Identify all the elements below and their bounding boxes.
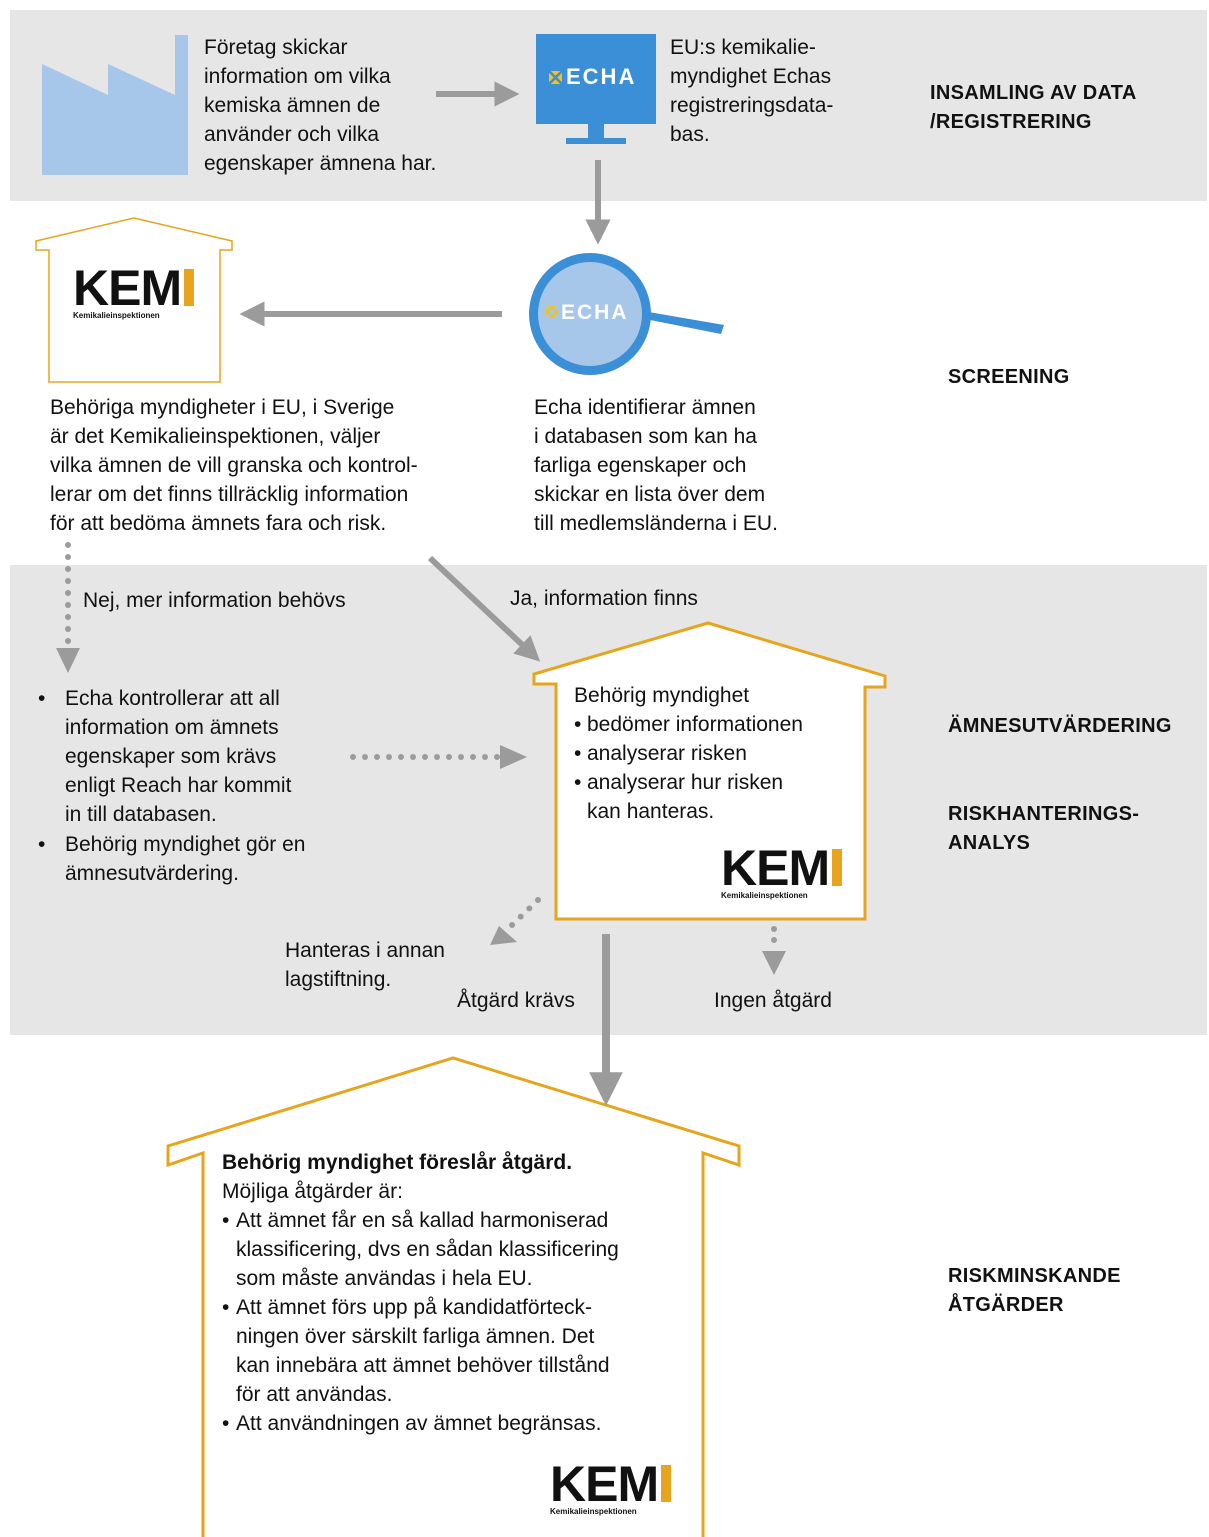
arrow-bullets-head (500, 745, 527, 769)
evaluation-house (532, 621, 887, 921)
stage-screening: SCREENING (948, 366, 1070, 388)
arrow-yes (427, 555, 541, 662)
measures-bullet: • (222, 1209, 230, 1232)
kemi-logo-subtitle: Kemikalieinspektionen (550, 1507, 637, 1516)
echa-logo-text: ECHA (566, 64, 637, 89)
evaluation-bullet: • (574, 771, 582, 794)
screening-house (35, 217, 233, 383)
measures-intro: Möjliga åtgärder är: (222, 1180, 403, 1203)
evaluation-item: analyserar risken (587, 742, 747, 765)
magnifier-icon (529, 253, 724, 375)
kemi-logo-word: KEM (721, 840, 830, 896)
measures-title: Behörig myndighet föreslår åtgärd. (222, 1151, 573, 1174)
company-text: Företag skickar information om vilka kem… (204, 36, 437, 175)
evaluation-item: bedömer informationen (587, 713, 803, 736)
label-no-more-info: Nej, mer information behövs (83, 589, 346, 612)
kemi-logo-bar (184, 269, 195, 306)
measures-item: Att användningen av ämnet begränsas. (236, 1412, 602, 1435)
arrow-other-legislation (509, 897, 541, 928)
authorities-text: Behöriga myndigheter i EU, i Sverige är … (50, 396, 418, 535)
bullet-text: Behörig myndighet gör en ämnesutvärderin… (65, 833, 306, 885)
kemi-logo: KEM Kemikalieinspektionen (550, 1456, 672, 1518)
evaluation-bullet: • (574, 742, 582, 765)
outcome-no-action: Ingen åtgärd (714, 989, 832, 1012)
measures-bullet: • (222, 1296, 230, 1319)
factory-icon (42, 35, 188, 175)
stage-registration: INSAMLING AV DATA /REGISTRERING (930, 82, 1137, 133)
arrow-no-action-head (762, 951, 786, 975)
kemi-logo-word: KEM (550, 1456, 659, 1512)
echa-logo-mark (548, 70, 563, 85)
arrow-no-head (56, 648, 80, 673)
echa-screening-text: Echa identifierar ämnen i databasen som … (534, 396, 778, 535)
kemi-logo: KEM Kemikalieinspektionen (73, 260, 195, 322)
measures-item: Att ämnet får en så kallad harmoniserad … (236, 1209, 619, 1290)
monitor-icon (536, 34, 656, 144)
kemi-logo: KEM Kemikalieinspektionen (721, 840, 843, 902)
stage-substance-evaluation: ÄMNESUTVÄRDERING (948, 715, 1172, 737)
kemi-logo-bar (661, 1465, 672, 1502)
arrow-other-head (490, 926, 517, 945)
evaluation-bullet: • (574, 713, 582, 736)
outcome-other-legislation: Hanteras i annan lagstiftning. (285, 939, 445, 991)
echa-logo-text-magnifier: ECHA (561, 301, 629, 324)
kemi-logo-subtitle: Kemikalieinspektionen (73, 311, 160, 320)
label-info-exists: Ja, information finns (510, 587, 698, 610)
measures-house (166, 1056, 741, 1537)
bullet-text: Echa kontrollerar att all information om… (65, 687, 292, 826)
kemi-logo-bar (832, 849, 843, 886)
evaluation-title: Behörig myndighet (574, 684, 750, 707)
measures-item: Att ämnet förs upp på kandidatförteck- n… (236, 1296, 610, 1406)
evaluation-item: analyserar hur risken kan hanteras. (587, 771, 784, 823)
outcome-action-required: Åtgärd krävs (457, 989, 575, 1012)
measures-bullet: • (222, 1412, 230, 1435)
kemi-logo-subtitle: Kemikalieinspektionen (721, 891, 808, 900)
echa-database-text: EU:s kemikalie- myndighet Echas registre… (670, 36, 834, 146)
kemi-logo-word: KEM (73, 260, 182, 316)
bullet-dot: • (38, 687, 46, 710)
bullet-dot: • (38, 833, 46, 856)
stage-risk-management-analysis: RISKHANTERINGS- ANALYS (948, 803, 1140, 854)
stage-risk-reduction-measures: RISKMINSKANDE ÅTGÄRDER (948, 1265, 1121, 1316)
